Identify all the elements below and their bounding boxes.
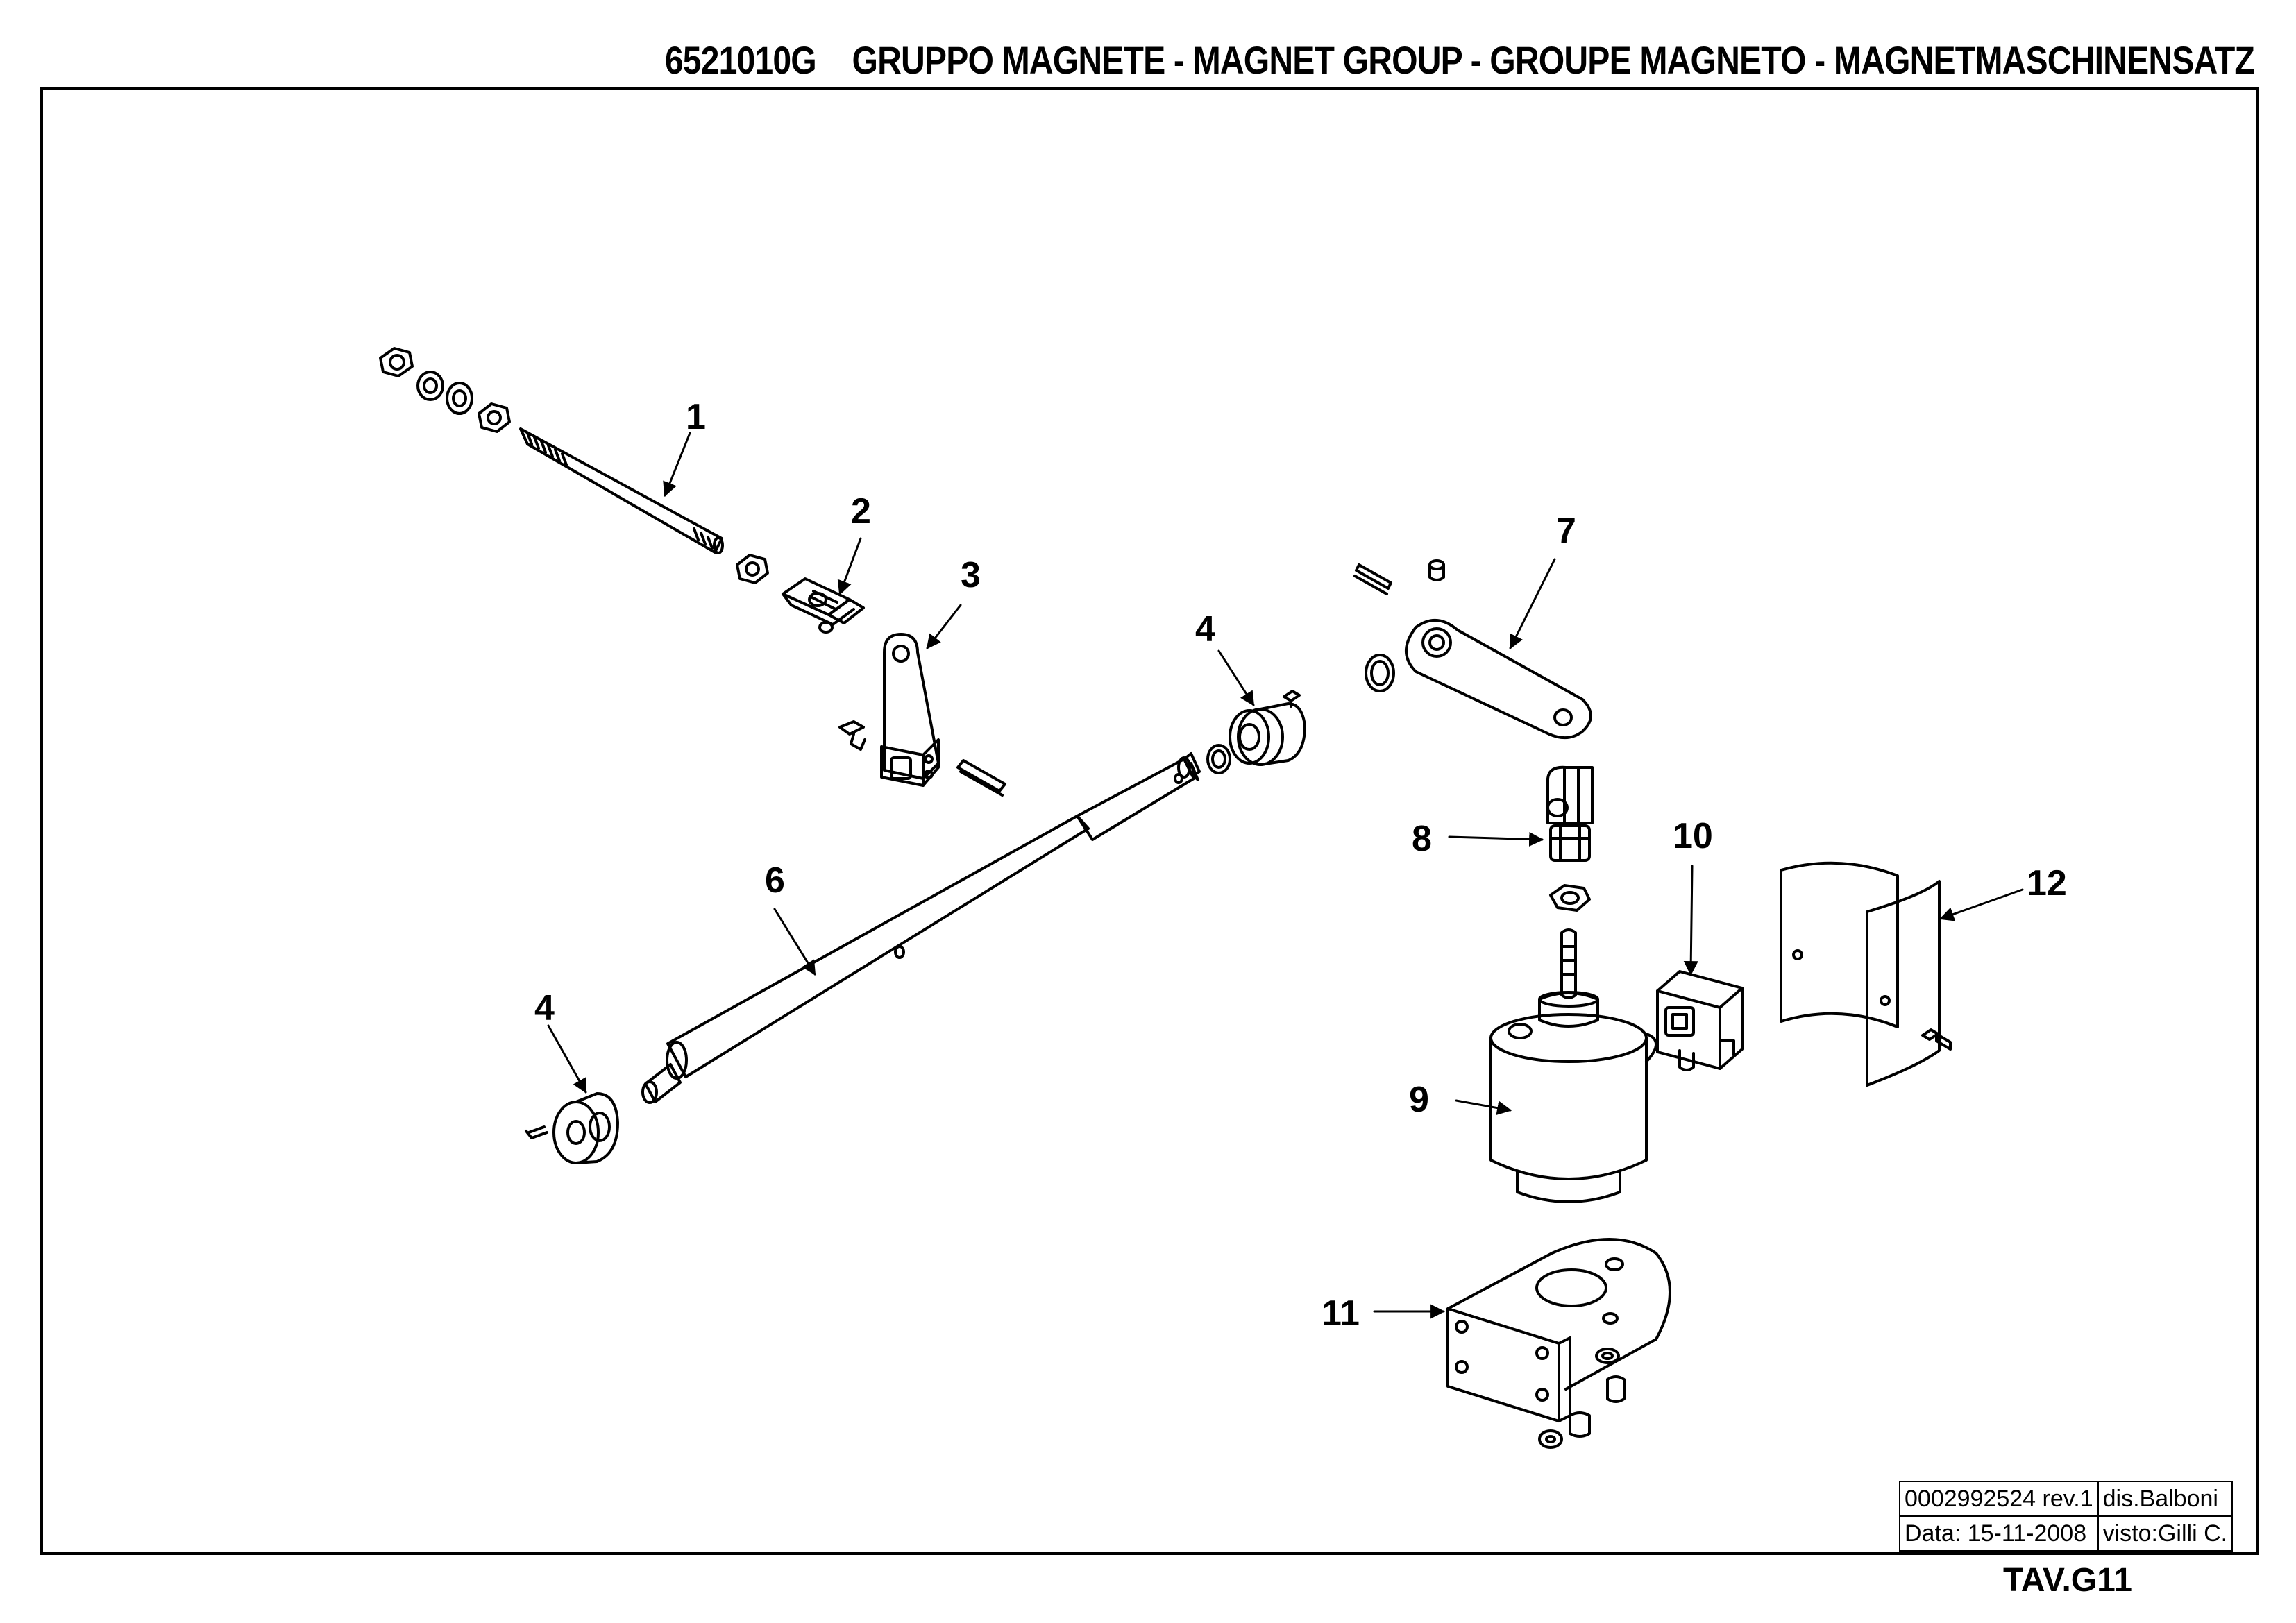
leader-lines (547, 432, 2024, 1319)
part-6-shaft (641, 752, 1201, 1104)
callout-4-left: 4 (534, 988, 555, 1028)
callout-3: 3 (961, 555, 981, 595)
part-1-threaded-rod (379, 347, 769, 584)
leader-8 (1448, 831, 1544, 847)
title-block: 0002992524 rev.1 dis.Balboni Data: 15-11… (1899, 1481, 2234, 1552)
part-4-flange-bushing-left (525, 1092, 619, 1164)
drawing-header: 6521010G GRUPPO MAGNETE - MAGNET GROUP - … (664, 37, 2255, 83)
drawing-code: 6521010G (664, 38, 817, 82)
callout-4-right: 4 (1195, 609, 1215, 649)
sheet-number: TAV.G11 (2003, 1562, 2132, 1599)
checked-by: visto:Gilli C. (2097, 1515, 2234, 1552)
part-9-solenoid (1489, 928, 1657, 1203)
callout-7: 7 (1556, 511, 1576, 551)
leader-2 (837, 537, 862, 595)
callout-1: 1 (686, 397, 706, 437)
leader-12 (1939, 888, 2024, 921)
leader-4-left (547, 1024, 587, 1094)
callout-11: 11 (1322, 1293, 1360, 1334)
leader-10 (1683, 865, 1698, 976)
callout-10: 10 (1673, 816, 1713, 856)
callout-6: 6 (765, 860, 785, 901)
drawing-frame (40, 87, 2259, 1555)
part-7-lever (1353, 559, 1592, 740)
part-8-clevis (1546, 765, 1594, 912)
callout-2: 2 (851, 491, 871, 532)
leader-7 (1509, 558, 1556, 649)
drawing-number: 0002992524 rev.1 (1899, 1481, 2099, 1517)
part-12-cover (1780, 861, 1952, 1087)
leader-1 (663, 432, 691, 497)
drawn-by: dis.Balboni (2097, 1481, 2234, 1517)
leader-6 (773, 908, 816, 976)
leader-4-right (1217, 649, 1255, 706)
leader-9 (1455, 1099, 1512, 1115)
part-2-clevis (782, 577, 865, 634)
drawing-date: Data: 15-11-2008 (1899, 1515, 2099, 1552)
part-11-bracket (1446, 1238, 1671, 1449)
part-4-flange-bushing-right (1206, 690, 1306, 774)
callout-numbers: 1 2 3 4 6 7 8 9 10 11 12 4 (534, 397, 2067, 1334)
drawing-title: GRUPPO MAGNETE - MAGNET GROUP - GROUPE M… (852, 38, 2255, 82)
callout-8: 8 (1412, 819, 1432, 859)
leader-3 (926, 604, 962, 649)
part-3-lever-arm (838, 633, 1006, 797)
part-10-connector (1656, 970, 1744, 1071)
callout-9: 9 (1409, 1080, 1429, 1120)
callout-12: 12 (2027, 863, 2067, 903)
